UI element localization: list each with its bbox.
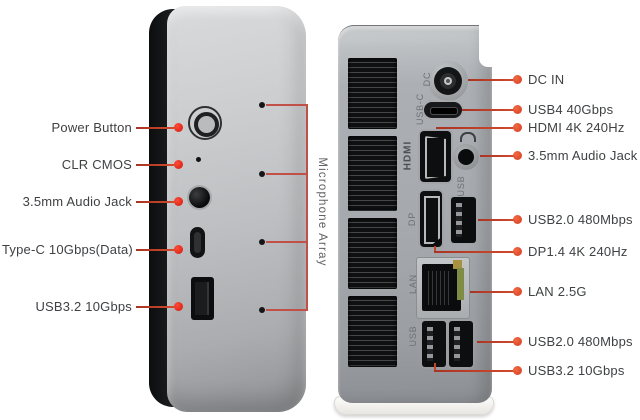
leader-usb-front bbox=[136, 306, 174, 308]
port-label-hdmi: HDMI bbox=[402, 140, 414, 171]
usb-pins bbox=[454, 327, 460, 361]
vent-grille-2 bbox=[348, 136, 397, 211]
label-dp14: DP1.4 4K 240Hz bbox=[528, 244, 628, 259]
label-clr-cmos: CLR CMOS bbox=[61, 157, 132, 172]
headphone-icon bbox=[460, 132, 476, 142]
rear-usb2-dual-port-1 bbox=[422, 321, 446, 367]
leader-dp-tick bbox=[434, 246, 436, 252]
rear-audio-jack bbox=[458, 149, 474, 165]
lan-gold-contact bbox=[453, 260, 462, 269]
mic-hole-3 bbox=[259, 239, 265, 245]
displayport-port bbox=[420, 191, 442, 247]
mic-hole-1 bbox=[259, 102, 265, 108]
leader-cmos bbox=[136, 164, 174, 166]
vent-grille-4 bbox=[348, 296, 397, 367]
back-device-corner-notch bbox=[479, 24, 494, 67]
hdmi-port bbox=[420, 131, 451, 182]
label-usb4: USB4 40Gbps bbox=[528, 102, 614, 117]
rear-usb2-port bbox=[451, 197, 476, 243]
dot-cmos bbox=[174, 160, 183, 169]
label-hdmi: HDMI 4K 240Hz bbox=[528, 120, 625, 135]
front-device-face bbox=[167, 6, 306, 412]
dot-hdmi bbox=[513, 123, 522, 132]
usb-tongue bbox=[195, 282, 209, 315]
mic-bracket-stub-4 bbox=[266, 309, 308, 311]
typec-slot bbox=[194, 232, 201, 253]
dot-usb4 bbox=[513, 105, 522, 114]
port-label-lan: LAN bbox=[408, 274, 418, 294]
leader-usb32-tick bbox=[434, 363, 436, 371]
label-typec: Type-C 10Gbps(Data) bbox=[2, 242, 133, 257]
lan-port-frame bbox=[416, 257, 470, 319]
lan-green-tab bbox=[457, 268, 464, 300]
mic-bracket-stub-2 bbox=[266, 173, 308, 175]
dot-power bbox=[174, 123, 183, 132]
leader-usb2-single bbox=[478, 219, 514, 221]
leader-usb32 bbox=[434, 370, 514, 372]
rear-usb4-typec-port bbox=[424, 102, 462, 118]
dot-dp bbox=[513, 247, 522, 256]
hdmi-connector-outline bbox=[425, 136, 446, 179]
port-label-usb-top: USB bbox=[456, 175, 466, 197]
mic-bracket-stub-1 bbox=[266, 104, 308, 106]
dot-lan bbox=[513, 287, 522, 296]
mic-hole-4 bbox=[259, 307, 265, 313]
leader-power bbox=[136, 127, 174, 129]
port-label-dp: DP bbox=[407, 211, 417, 227]
leader-typec bbox=[136, 249, 174, 251]
power-button bbox=[194, 112, 219, 137]
lan-contacts bbox=[425, 271, 450, 305]
vent-grille-1 bbox=[348, 58, 397, 129]
label-power-button: Power Button bbox=[51, 120, 132, 135]
port-label-usb-bottom: USB bbox=[408, 325, 418, 347]
power-button-ring bbox=[188, 106, 222, 140]
leader-audio-rear bbox=[480, 155, 514, 157]
leader-audio-front bbox=[136, 201, 174, 203]
dot-dc bbox=[513, 75, 522, 84]
dot-audio-front bbox=[174, 197, 183, 206]
mic-array-label: Microphone Array bbox=[316, 157, 328, 267]
dot-usb-front bbox=[174, 302, 183, 311]
front-audio-jack bbox=[189, 187, 210, 208]
dc-jack-pin-hole bbox=[446, 79, 450, 83]
label-front-audio-jack: 3.5mm Audio Jack bbox=[22, 194, 132, 209]
port-label-usbc: USB-C bbox=[415, 93, 425, 126]
usbc-slot bbox=[430, 107, 458, 115]
dot-typec bbox=[174, 245, 183, 254]
label-rear-audio-jack: 3.5mm Audio Jack bbox=[528, 148, 638, 163]
label-usb32-rear: USB3.2 10Gbps bbox=[528, 363, 625, 378]
label-lan: LAN 2.5G bbox=[528, 284, 587, 299]
dp-connector-outline bbox=[424, 196, 440, 244]
leader-usb4 bbox=[462, 109, 514, 111]
dot-usb32-rear bbox=[513, 366, 522, 375]
rear-usb3-dual-port-2 bbox=[449, 321, 473, 367]
vent-grille-3 bbox=[348, 218, 397, 289]
dot-usb2-single bbox=[513, 215, 522, 224]
mic-bracket-line bbox=[306, 104, 308, 311]
dot-audio-rear bbox=[513, 151, 522, 160]
front-usb-port bbox=[191, 277, 214, 320]
mic-bracket-stub-3 bbox=[266, 241, 308, 243]
clr-cmos-pinhole bbox=[196, 157, 201, 162]
leader-hdmi bbox=[436, 127, 514, 129]
lan-port bbox=[422, 264, 461, 311]
usb-pins bbox=[427, 327, 433, 361]
leader-dc bbox=[468, 79, 514, 81]
front-typec-port bbox=[190, 227, 205, 258]
label-dc-in: DC IN bbox=[528, 72, 565, 87]
leader-usb2-dual bbox=[477, 341, 514, 343]
mic-hole-2 bbox=[259, 171, 265, 177]
usb-pins bbox=[456, 203, 462, 237]
leader-dp bbox=[434, 251, 514, 253]
label-usb2-dual: USB2.0 480Mbps bbox=[528, 334, 633, 349]
label-front-usb32: USB3.2 10Gbps bbox=[35, 299, 132, 314]
dot-usb2-dual bbox=[513, 337, 522, 346]
leader-lan bbox=[470, 291, 514, 293]
label-usb2-single: USB2.0 480Mbps bbox=[528, 212, 633, 227]
